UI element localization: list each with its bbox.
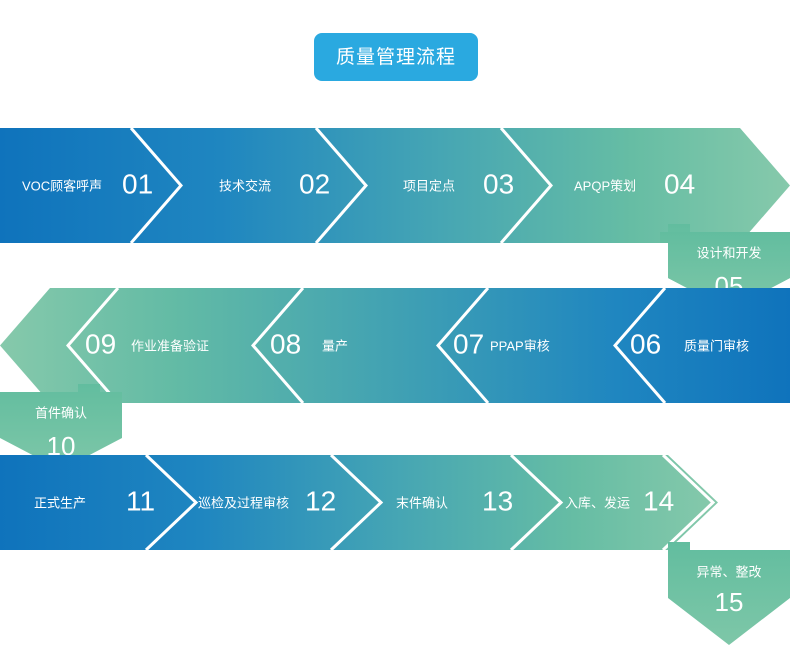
row-1-group: VOC顾客呼声 01 技术交流 02 项目定点 03 APQP策划 04 xyxy=(0,127,790,244)
step-14[interactable]: 入库、发运 14 xyxy=(565,485,674,516)
step-07[interactable]: 07 PPAP审核 xyxy=(453,328,550,359)
step-06[interactable]: 06 质量门审核 xyxy=(630,328,749,359)
step-11-label: 正式生产 xyxy=(34,495,86,510)
row-3-separator-2 xyxy=(329,453,384,552)
step-13[interactable]: 末件确认 13 xyxy=(396,485,513,516)
step-02-label: 技术交流 xyxy=(219,178,271,193)
step-08-number: 08 xyxy=(270,328,301,359)
row-1-band xyxy=(0,128,790,243)
step-14-label: 入库、发运 xyxy=(565,495,630,510)
row-2-separator-3 xyxy=(436,287,490,404)
step-03[interactable]: 项目定点 03 xyxy=(403,168,514,199)
step-01-number: 01 xyxy=(122,168,153,199)
step-01[interactable]: VOC顾客呼声 01 xyxy=(22,168,153,199)
step-02-number: 02 xyxy=(299,168,330,199)
step-04[interactable]: APQP策划 04 xyxy=(574,168,695,199)
step-09-number: 09 xyxy=(85,328,116,359)
step-04-label: APQP策划 xyxy=(574,178,636,193)
step-07-number: 07 xyxy=(453,328,484,359)
connector-15-shape xyxy=(668,542,790,645)
step-12-label: 巡检及过程审核 xyxy=(198,495,289,510)
row-1-separator-3 xyxy=(499,127,553,244)
connector-15-number: 15 xyxy=(715,587,744,617)
step-03-number: 03 xyxy=(483,168,514,199)
diagram-title-pill: 质量管理流程 xyxy=(314,33,478,81)
row-3-group: 正式生产 11 巡检及过程审核 12 末件确认 13 入库、发运 14 xyxy=(0,453,718,552)
row-3-band xyxy=(0,455,718,550)
connector-05-label: 设计和开发 xyxy=(696,245,761,260)
row-2-separator-4 xyxy=(613,287,667,404)
row-1-separator-2 xyxy=(314,127,368,244)
step-08-label: 量产 xyxy=(322,338,348,353)
connector-15[interactable]: 异常、整改 15 xyxy=(668,542,790,645)
diagram-title-text: 质量管理流程 xyxy=(335,46,456,68)
row-2-group: 09 作业准备验证 08 量产 07 PPAP审核 06 质量门审核 xyxy=(0,287,790,404)
step-06-number: 06 xyxy=(630,328,661,359)
connector-15-label: 异常、整改 xyxy=(696,564,761,579)
step-11[interactable]: 正式生产 11 xyxy=(34,485,155,516)
row-2-separator-1 xyxy=(66,287,120,404)
row-3-separator-1 xyxy=(144,453,199,552)
step-04-number: 04 xyxy=(664,168,695,199)
connector-10-label: 首件确认 xyxy=(35,405,87,420)
row-3-separator-4 xyxy=(661,453,716,552)
step-12[interactable]: 巡检及过程审核 12 xyxy=(198,485,336,516)
step-03-label: 项目定点 xyxy=(403,178,455,193)
step-13-label: 末件确认 xyxy=(396,495,448,510)
step-11-number: 11 xyxy=(126,485,155,516)
step-09-label: 作业准备验证 xyxy=(131,338,209,353)
step-08[interactable]: 08 量产 xyxy=(270,328,348,359)
step-09[interactable]: 09 作业准备验证 xyxy=(85,328,209,359)
row-2-separator-2 xyxy=(251,287,305,404)
step-06-label: 质量门审核 xyxy=(684,338,749,353)
step-07-label: PPAP审核 xyxy=(490,338,550,353)
step-13-number: 13 xyxy=(482,485,513,516)
step-14-number: 14 xyxy=(643,485,674,516)
row-3-separator-3 xyxy=(509,453,564,552)
connector-10-shape xyxy=(0,384,122,470)
step-12-number: 12 xyxy=(305,485,336,516)
step-01-label: VOC顾客呼声 xyxy=(22,178,102,193)
row-1-separator-1 xyxy=(129,127,183,244)
row-2-band xyxy=(0,288,790,403)
step-02[interactable]: 技术交流 02 xyxy=(219,168,330,199)
